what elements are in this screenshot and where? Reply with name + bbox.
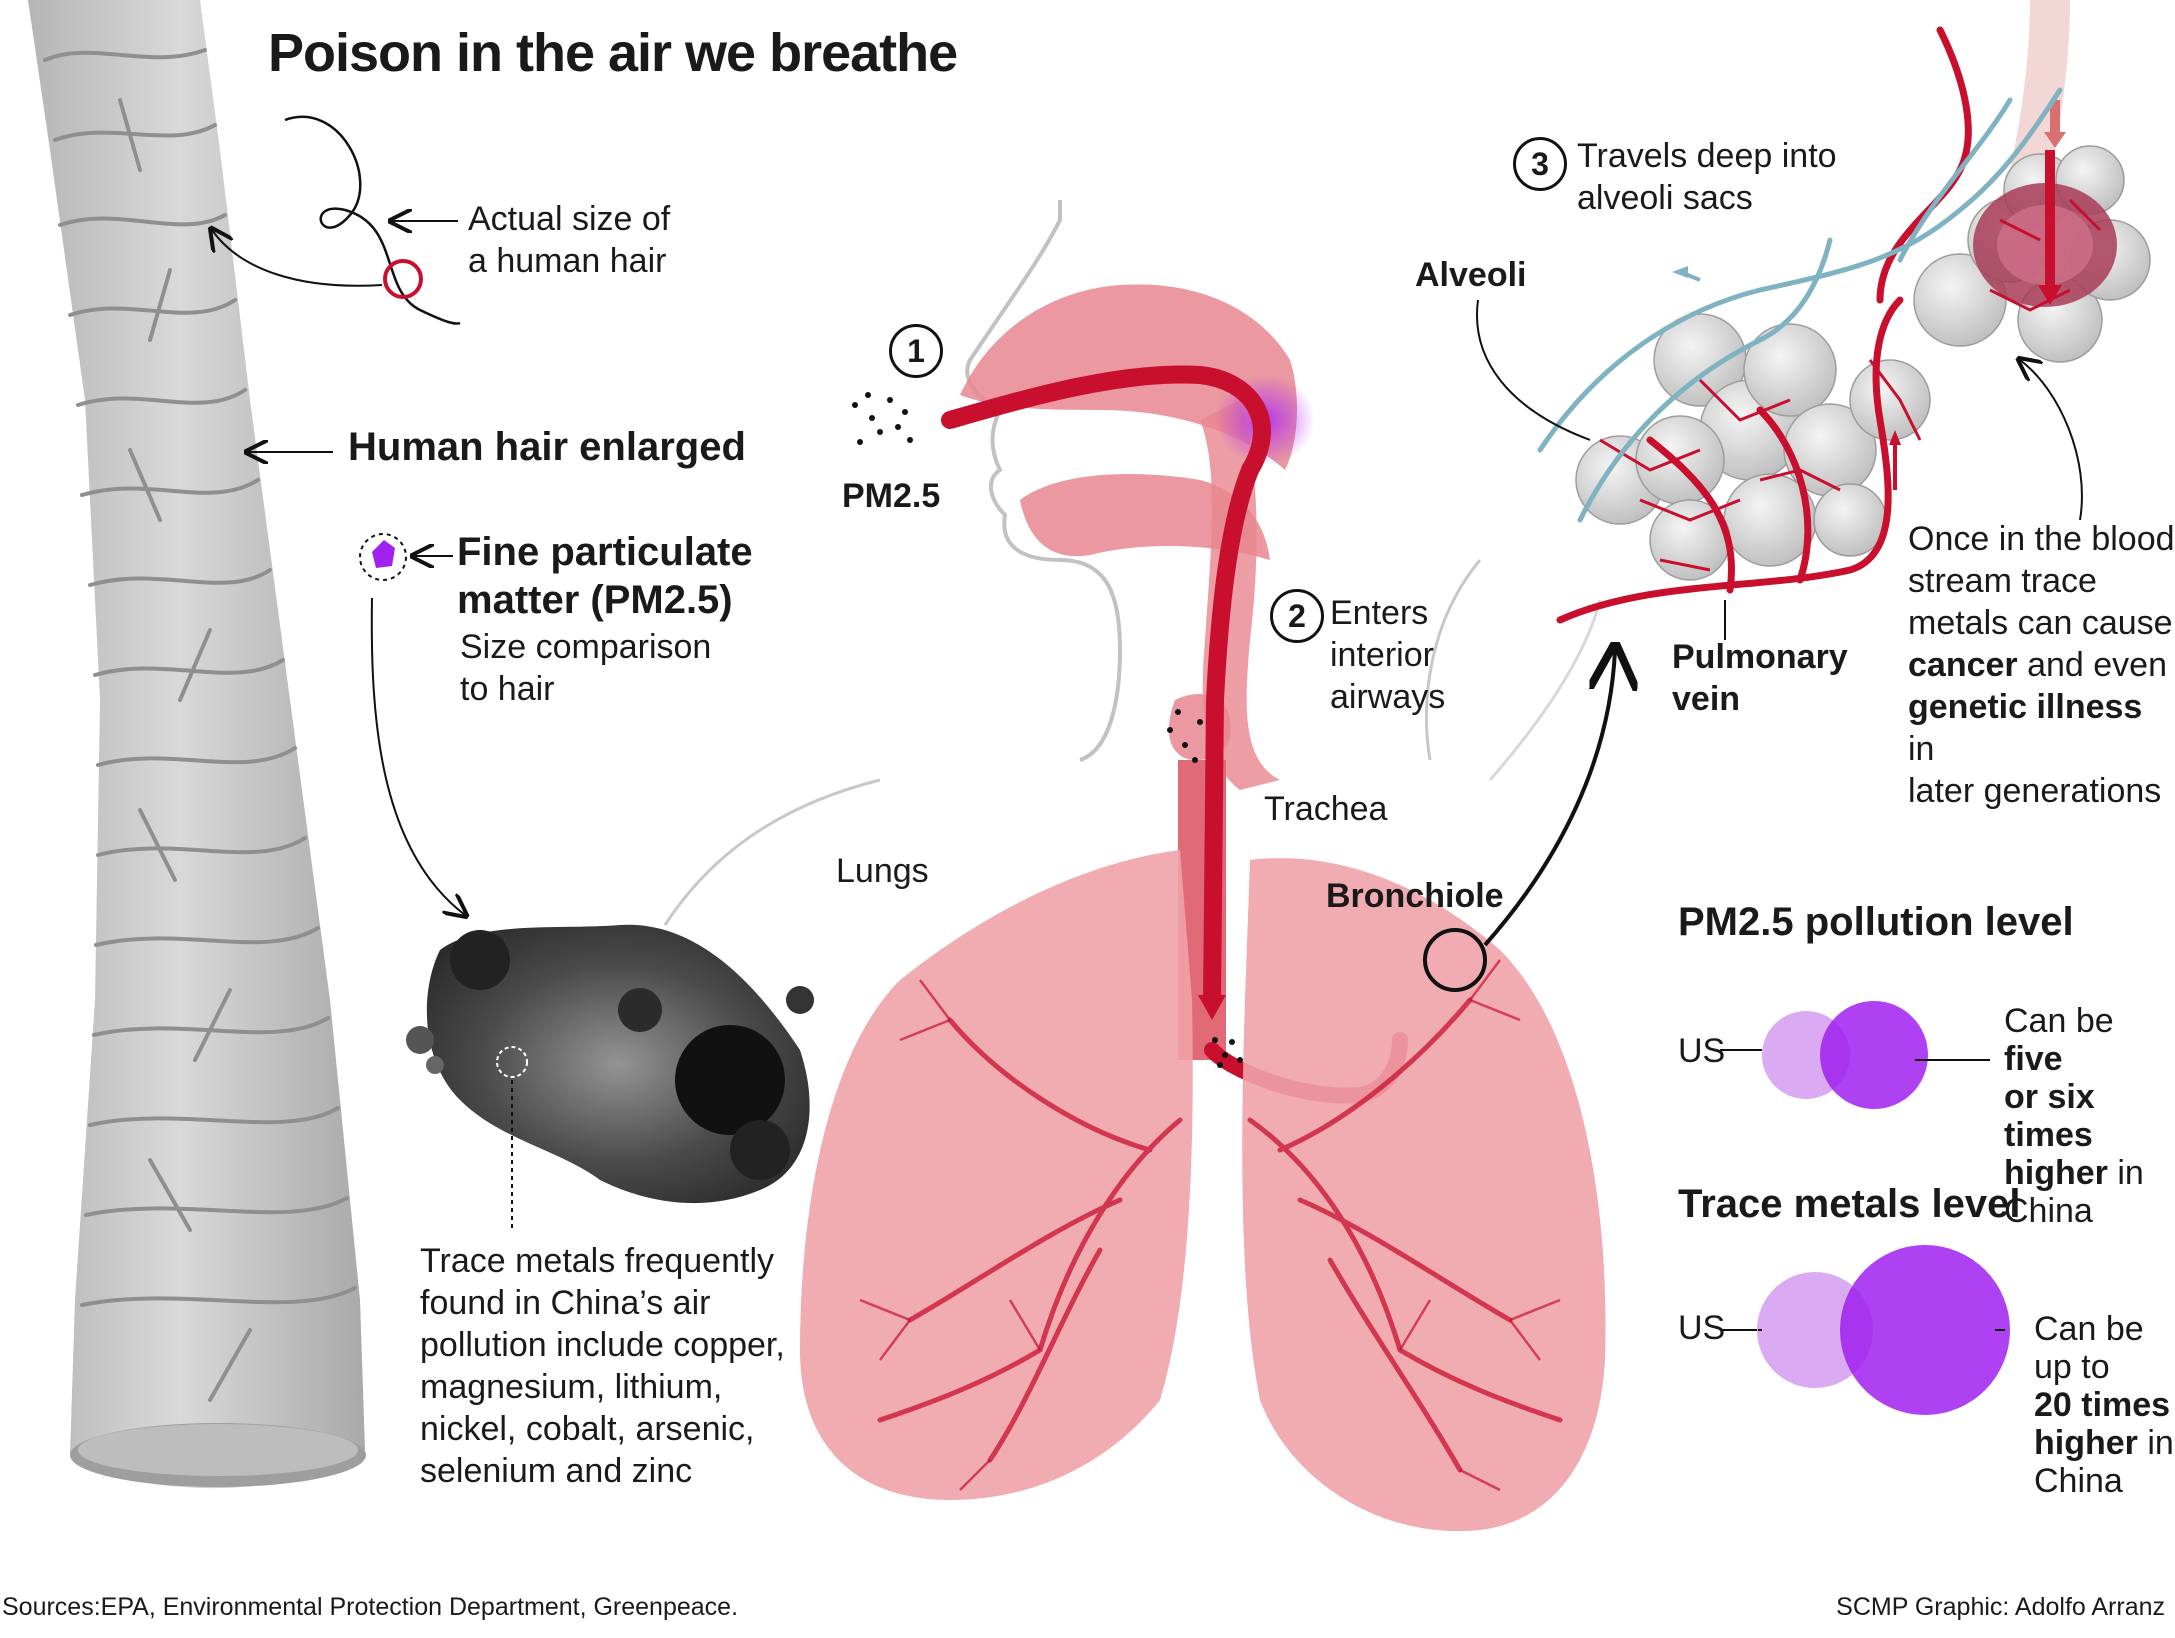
hair-highlight-ring [383,259,423,299]
alveoli-label: Alveoli [1415,256,1527,294]
blood-note-line: Once in the blood [1908,520,2175,558]
pm25-note-text: Can be [2004,1002,2114,1040]
actual-size-label: Actual size of a human hair [468,198,670,282]
alveoli-illustration [1537,0,2151,624]
bronchiole-label: Bronchiole [1326,877,1504,915]
step-3-label-line: alveoli sacs [1577,179,1753,217]
step-1-badge: 1 [889,324,943,378]
pm25-particle-icon [372,540,395,568]
trace-note-line: China [2034,1462,2123,1500]
blood-stream-note: Once in the blood stream trace metals ca… [1908,518,2175,812]
trace-note-text: in [2137,1424,2174,1462]
pm25-comparison-note: Can be five or six times higher in China [2004,1002,2175,1230]
trace-metals-line: magnesium, lithium, [420,1368,723,1406]
pm25-heading: Fine particulate matter (PM2.5) [457,528,753,624]
blood-note-text: and even [2017,646,2167,684]
pm25-subheading-line: to hair [460,670,555,708]
pm25-subheading: Size comparison to hair [460,626,711,710]
step-2-label-line: airways [1330,678,1446,716]
trace-note-line: higher in [2034,1424,2174,1462]
blood-note-emphasis: cancer [1908,646,2018,684]
pulmonary-vein-label-line: vein [1672,680,1741,718]
head-profile-outline [965,200,1123,762]
trace-note-line: up to [2034,1348,2110,1386]
airway-illustration [941,284,1408,1104]
blood-note-emphasis: genetic illness [1908,688,2143,726]
blood-note-line: metals can cause [1908,604,2173,642]
pm25-size-circle [359,533,407,581]
blood-note-line: stream trace [1908,562,2097,600]
enlarged-hair-illustration [28,0,366,1489]
pulmonary-vein-label: Pulmonary vein [1672,636,1848,720]
step-2-label-line: Enters [1330,594,1429,632]
pm25-note-line: Can be five [2004,1002,2175,1078]
step-2-label: Enters interior airways [1330,592,1445,718]
trace-note-emphasis: 20 times [2034,1386,2171,1424]
trace-metals-comparison-chart [1720,1245,2010,1415]
trachea-label: Trachea [1264,790,1388,828]
pointer-line [2020,360,2083,521]
lungs-illustration [800,850,1606,1532]
pm25-note-emphasis: five [2004,1040,2063,1078]
bronchiole-highlight-ring [1423,928,1487,992]
pm25-heading-line: matter (PM2.5) [457,578,733,622]
magnified-particle [406,924,814,1204]
bronchiole-zoom-arrow [1483,650,1615,947]
pm25-note-line: higher in [2004,1154,2175,1192]
us-trace-metals-circle [1757,1272,1873,1388]
step-1-label: PM2.5 [842,477,941,515]
step-2-badge: 2 [1270,589,1324,643]
blood-note-line: cancer and even [1908,644,2175,686]
pm25-note-emphasis: higher [2004,1154,2108,1192]
trace-metals-line: pollution include copper, [420,1326,785,1364]
trace-metals-description: Trace metals frequently found in China’s… [420,1240,785,1492]
pm25-heading-line: Fine particulate [457,530,753,574]
pm25-note-line: China [2004,1192,2093,1230]
pointer-line [370,597,465,915]
connector-line [663,778,881,926]
step-3-label-line: Travels deep into [1577,137,1837,175]
trace-metals-level-heading: Trace metals level [1678,1182,2021,1226]
hair-enlarged-label: Human hair enlarged [348,425,746,469]
blood-note-line: later generations [1908,772,2162,810]
lungs-label: Lungs [836,852,929,890]
china-pm25-circle [1820,1001,1928,1109]
trace-metals-comparison-note: Can be up to 20 times higher in China [2034,1310,2174,1500]
step-3-label: Travels deep into alveoli sacs [1577,135,1837,219]
china-trace-metals-circle [1840,1245,2010,1415]
pointer-line [1476,299,1591,441]
page-title: Poison in the air we breathe [268,23,958,83]
connector-line [1488,599,1602,781]
step-2-label-line: interior [1330,636,1434,674]
trace-metals-line: Trace metals frequently [420,1242,774,1280]
actual-size-hair-squiggle [284,115,461,325]
trace-metals-us-label: US [1678,1309,1726,1347]
trace-note-emphasis: higher [2034,1424,2138,1462]
trace-metals-line: found in China’s air [420,1284,711,1322]
pm25-comparison-chart [1720,1001,1990,1109]
trace-metals-line: nickel, cobalt, arsenic, [420,1410,755,1448]
pointer-line [212,230,383,287]
pm25-particle-dots [852,392,1243,1068]
pm25-us-label: US [1678,1032,1726,1070]
connector-line [1425,559,1482,761]
graphic-credit: SCMP Graphic: Adolfo Arranz [1836,1593,2165,1621]
pulmonary-vein-label-line: Pulmonary [1672,638,1848,676]
pm25-level-heading: PM2.5 pollution level [1678,900,2074,944]
pm25-note-text: in [2107,1154,2144,1192]
pm25-subheading-line: Size comparison [460,628,712,666]
actual-size-label-line: a human hair [468,242,667,280]
blood-note-line: genetic illness in [1908,686,2175,770]
blood-note-text: in [1908,730,1935,768]
trace-note-line: Can be [2034,1310,2144,1348]
actual-size-label-line: Actual size of [468,200,671,238]
pm25-note-emphasis: or six times [2004,1078,2095,1154]
sources-footer: Sources:EPA, Environmental Protection De… [2,1593,739,1621]
trace-metals-line: selenium and zinc [420,1452,693,1490]
step-3-badge: 3 [1513,137,1567,191]
